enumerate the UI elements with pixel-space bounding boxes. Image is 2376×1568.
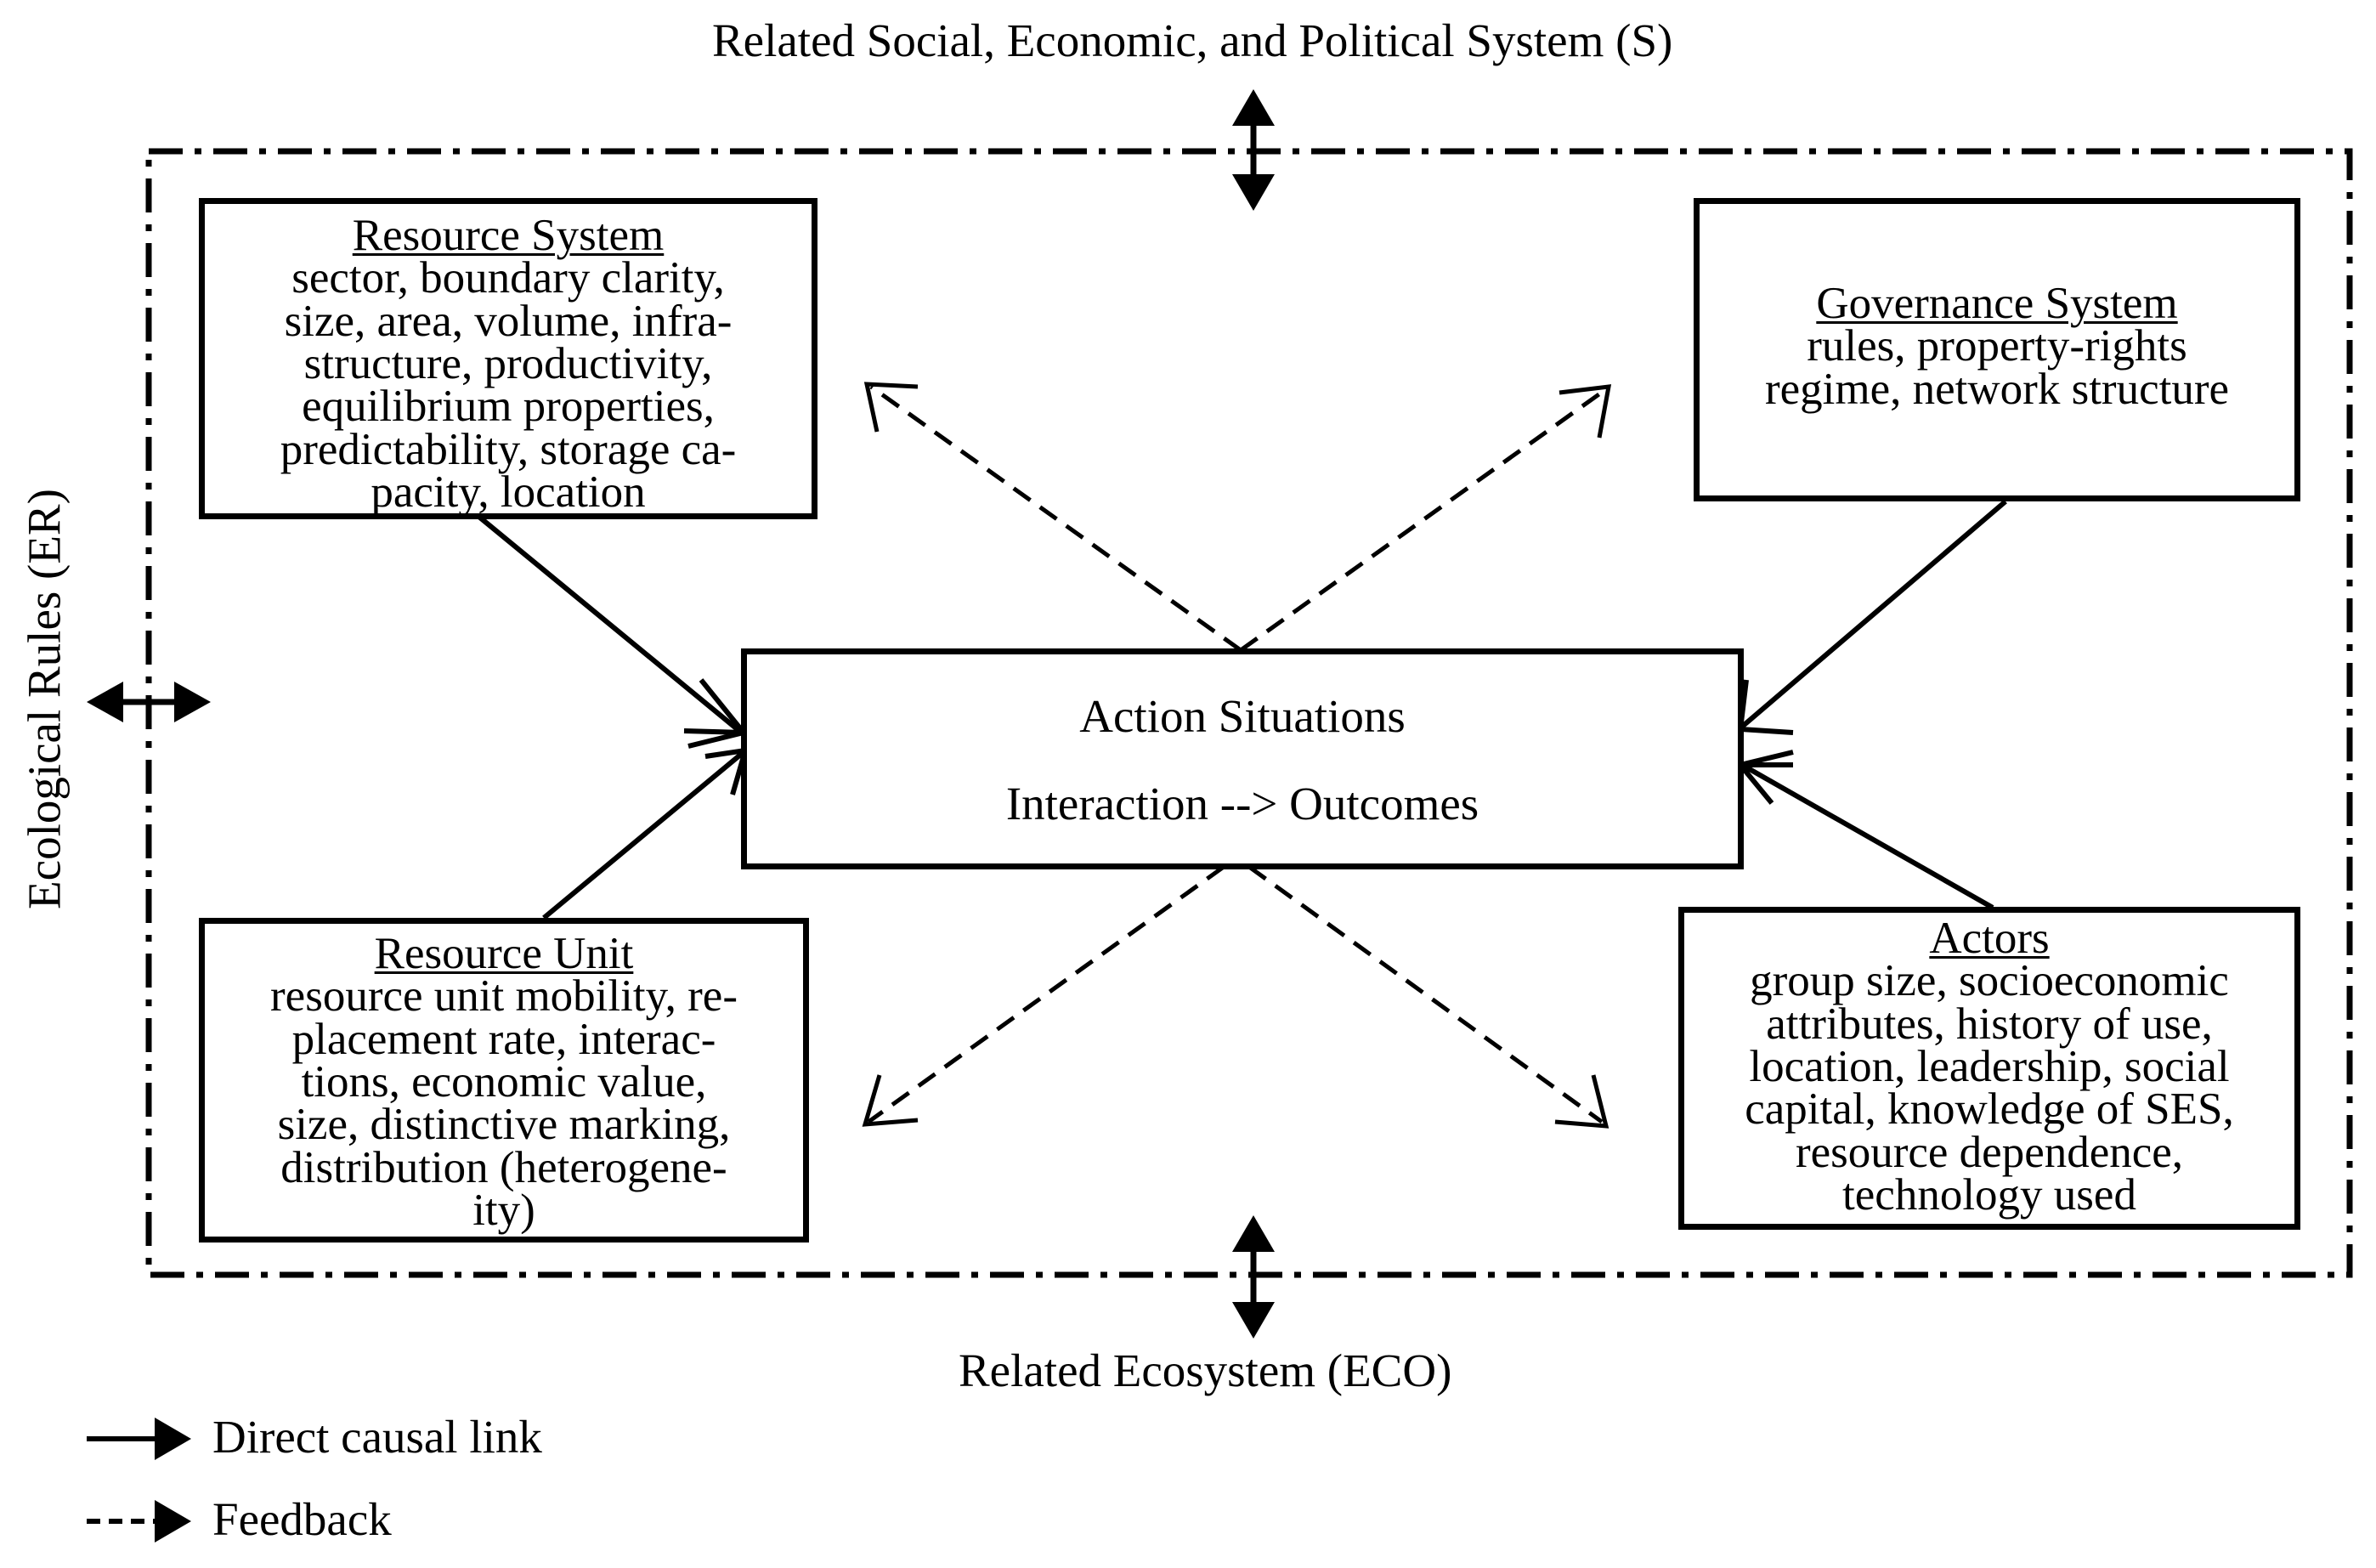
action-situations-title: Action Situations	[1079, 690, 1406, 742]
left-system-label: Ecological Rules (ER)	[18, 489, 71, 909]
resource-system-box: Resource System sector, boundary clarity…	[199, 198, 817, 519]
governance-system-title: Governance System	[1816, 279, 2178, 328]
system-boundary	[145, 148, 2353, 1278]
resource-system-title: Resource System	[352, 211, 665, 260]
top-system-label: Related Social, Economic, and Political …	[712, 14, 1673, 66]
feedback-to-governance-system	[1239, 387, 1608, 653]
actors-attributes: group size, socioeconomic attributes, hi…	[1745, 956, 2234, 1220]
left-double-arrow	[87, 682, 211, 722]
resource-unit-box: Resource Unit resource unit mobility, re…	[199, 918, 809, 1243]
link-actors	[1735, 750, 1994, 910]
governance-system-attributes: rules, property-rights regime, network s…	[1765, 321, 2229, 414]
feedback-arrowhead-ru	[862, 1074, 919, 1127]
feedback-arrowhead-actors	[1554, 1074, 1609, 1129]
governance-system-box: Governance System rules, property-rights…	[1694, 198, 2300, 501]
legend-feedback-arrow	[87, 1500, 191, 1543]
legend-direct-label: Direct causal link	[212, 1411, 542, 1463]
actors-box: Actors group size, socioeconomic attribu…	[1678, 907, 2300, 1230]
feedback-to-resource-system	[869, 384, 1242, 653]
resource-unit-title: Resource Unit	[374, 929, 634, 978]
bottom-double-arrow	[1232, 1215, 1275, 1339]
resource-unit-attributes: resource unit mobility, re- placement ra…	[270, 971, 738, 1236]
legend-direct-arrow	[87, 1418, 191, 1460]
feedback-to-actors	[1247, 864, 1604, 1124]
action-situations-box: Action Situations Interaction --> Outcom…	[741, 648, 1744, 869]
resource-system-attributes: sector, boundary clarity, size, area, vo…	[280, 253, 737, 518]
feedback-arrowhead-gs	[1559, 384, 1612, 439]
interaction-outcomes-label: Interaction --> Outcomes	[1005, 778, 1479, 829]
actors-title: Actors	[1929, 914, 2050, 963]
link-governance-system	[1737, 499, 2007, 735]
bottom-system-label: Related Ecosystem (ECO)	[959, 1344, 1452, 1396]
legend-feedback-label: Feedback	[212, 1493, 392, 1545]
link-resource-system	[474, 512, 750, 749]
link-resource-unit	[542, 747, 750, 920]
feedback-to-resource-unit	[867, 864, 1225, 1124]
feedback-arrowhead-rs	[863, 382, 919, 433]
top-double-arrow	[1232, 89, 1275, 211]
